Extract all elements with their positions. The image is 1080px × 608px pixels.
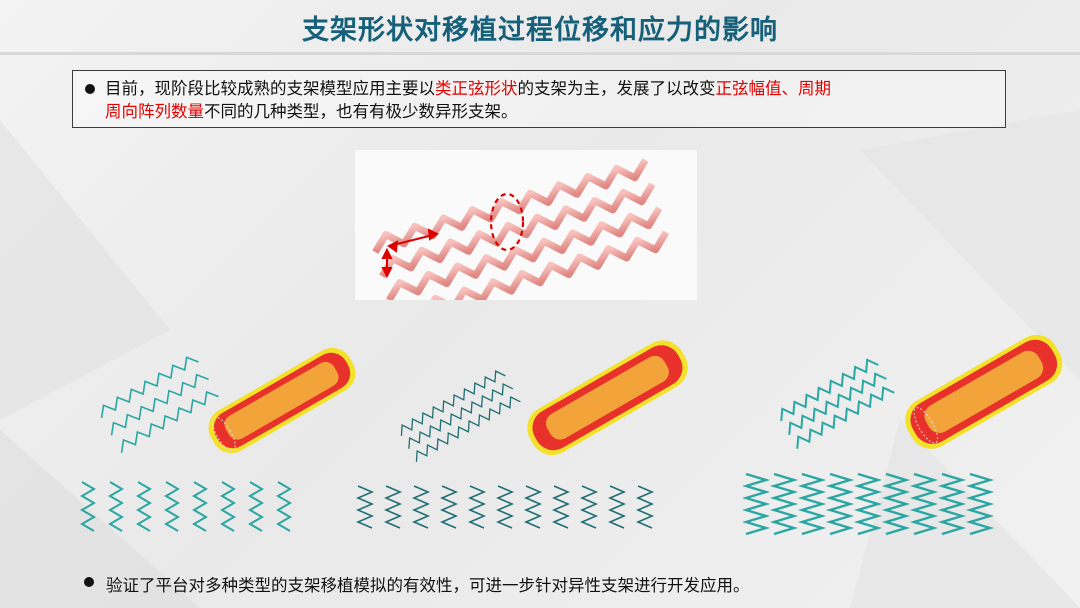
- simulation-result-2: [392, 318, 702, 478]
- info-text-part2: 的支架为主，发展了以改变: [517, 79, 716, 98]
- bullet-dot-icon: [84, 577, 94, 587]
- info-text-part1: 目前，现阶段比较成熟的支架模型应用主要以: [105, 79, 435, 98]
- conclusion-text: 验证了平台对多种类型的支架移植模拟的有效性，可进一步针对异性支架进行开发应用。: [106, 576, 750, 595]
- info-box: 目前，现阶段比较成熟的支架模型应用主要以类正弦形状的支架为主，发展了以改变正弦幅…: [72, 70, 1006, 128]
- stent-photo: [355, 150, 697, 327]
- bullet-dot-icon: [85, 84, 95, 94]
- page-title: 支架形状对移植过程位移和应力的影响: [302, 15, 778, 46]
- info-highlight-array-count: 周向阵列数量: [105, 102, 204, 121]
- stent-image: [372, 158, 670, 327]
- title-divider: [0, 52, 1080, 55]
- flat-pattern-2: [350, 484, 690, 536]
- simulation-result-3: [780, 305, 1070, 475]
- highlight-ellipse: [489, 192, 525, 252]
- info-text-part3: 不同的几种类型，也有有极少数异形支架。: [204, 102, 518, 121]
- arrow-annotation: [381, 228, 439, 279]
- flat-pattern-1: [72, 480, 304, 538]
- simulation-result-1: [98, 322, 358, 472]
- flat-pattern-3: [741, 472, 1010, 542]
- info-highlight-amplitude-period: 正弦幅值、周期: [715, 79, 832, 98]
- info-text: 目前，现阶段比较成熟的支架模型应用主要以类正弦形状的支架为主，发展了以改变正弦幅…: [105, 77, 995, 123]
- info-highlight-sine-shape: 类正弦形状: [435, 79, 518, 98]
